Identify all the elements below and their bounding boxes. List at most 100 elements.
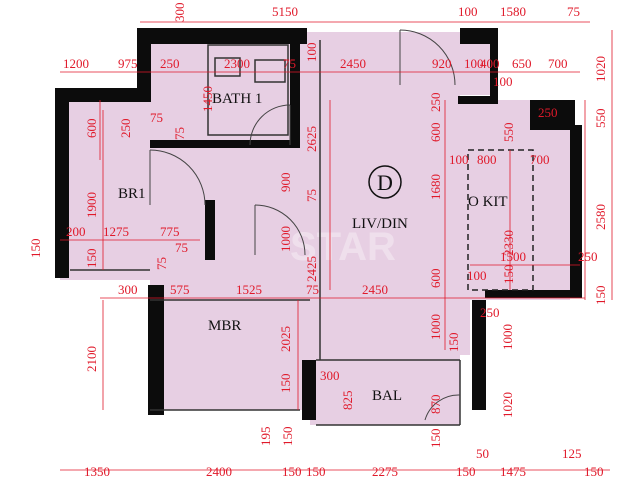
entry-door-swing	[399, 29, 456, 86]
balcony-floor	[310, 360, 460, 425]
dim-bal-870: 870	[428, 395, 443, 415]
dim-bottom-150c: 150	[456, 464, 476, 479]
dim-br1-75b: 75	[154, 257, 169, 270]
dim-r2-700: 700	[548, 56, 568, 71]
apartment-floor	[60, 32, 490, 420]
dim-br1-75: 75	[175, 240, 188, 255]
dim-bal-1020: 1020	[500, 392, 515, 418]
dims-bottom-v: 195 150 150	[258, 427, 443, 449]
walls	[55, 28, 582, 420]
dim-top-75: 75	[567, 4, 580, 19]
dim-kit-250: 250	[538, 105, 558, 120]
wall-mbr-left	[148, 285, 164, 415]
wall-bath-left	[137, 28, 151, 90]
dim-bottom-1350: 1350	[84, 464, 110, 479]
wall-right-upper	[490, 28, 498, 100]
interior-lines	[70, 40, 461, 426]
wall-bath-bottom	[150, 140, 300, 148]
dim-mid-1525: 1525	[236, 282, 262, 297]
dim-bv-150: 150	[280, 427, 295, 447]
dims-bottom: 1350 2400 150 150 2275 150 50 1475 125 1…	[84, 446, 604, 479]
dim-r2-100: 100	[464, 56, 484, 71]
dim-r2-75: 75	[283, 56, 296, 71]
dim-kit-100: 100	[449, 152, 469, 167]
dim-mid-2450: 2450	[362, 282, 388, 297]
dim-mbr-2100: 2100	[84, 346, 99, 372]
dim-bottom-50: 50	[476, 446, 489, 461]
dim-bottom-150d: 150	[584, 464, 604, 479]
wall-kit-top	[458, 96, 498, 104]
dim-r2-650: 650	[512, 56, 532, 71]
dims-br1: 1900 200 1275 775 75 75 150 150	[28, 192, 188, 270]
dim-kit-100b: 100	[467, 268, 487, 283]
dim-kit-2330: 2330	[501, 230, 516, 256]
dim-mid-75: 75	[306, 282, 319, 297]
dim-r2-1200: 1200	[63, 56, 89, 71]
dim-kit-800: 800	[477, 152, 497, 167]
dimension-lines	[60, 21, 613, 471]
dim-bottom-1475: 1475	[500, 464, 526, 479]
dim-br1-1900: 1900	[84, 192, 99, 218]
dim-liv-900: 900	[278, 173, 293, 193]
dim-liv-75: 75	[304, 189, 319, 202]
dim-mid-1000: 1000	[428, 314, 443, 340]
dim-r2-2300: 2300	[224, 56, 250, 71]
dim-liv-1680: 1680	[428, 174, 443, 200]
dims-top: 5150 100 1580 75 300	[172, 3, 580, 23]
dim-liv-250: 250	[428, 93, 443, 113]
dim-bath-75: 75	[172, 127, 187, 140]
dim-kit-250b: 250	[578, 249, 598, 264]
dims-right: 1020 550 2580 150	[593, 56, 608, 305]
dim-mid-575: 575	[170, 282, 190, 297]
watermark: STAR	[290, 225, 396, 269]
dim-br1-775: 775	[160, 224, 180, 239]
dim-bottom-125: 125	[562, 446, 582, 461]
dim-top-100: 100	[458, 4, 478, 19]
room-label-mbr: MBR	[208, 318, 241, 334]
dim-liv-1000: 1000	[278, 226, 293, 252]
dim-bottom-150: 150	[282, 464, 302, 479]
dim-left-150: 150	[28, 239, 43, 259]
wall-br1-top	[55, 88, 151, 102]
kitchen-dashed-area	[467, 149, 534, 291]
dim-kit-150: 150	[501, 265, 516, 285]
br1-door-swing	[149, 149, 206, 206]
dim-bv-195: 195	[258, 427, 273, 447]
room-label-bal: BAL	[372, 388, 402, 404]
dims-bath: 1450 75 250 600 100 75	[84, 43, 319, 141]
bal-door-swing	[424, 394, 461, 421]
room-label-kit: O KIT	[468, 194, 508, 210]
dims-liv: 2625 600 250 1680 900 75 2425 1000 600	[278, 93, 443, 289]
dim-right-550: 550	[593, 109, 608, 129]
dim-top-1580: 1580	[500, 4, 526, 19]
wall-kit-right	[570, 125, 582, 297]
wall-bal-left	[302, 360, 316, 420]
dim-mbr-150: 150	[278, 374, 293, 394]
dim-bottom-2400: 2400	[206, 464, 232, 479]
dim-liv-600b: 600	[428, 269, 443, 289]
wall-bath-right	[290, 40, 300, 140]
dims-mbr: 2100 2025 150 300 825 870 1020	[84, 326, 515, 418]
dim-bal-825: 825	[340, 391, 355, 411]
room-label-liv: LIV/DIN	[352, 216, 408, 232]
dim-bath-100: 100	[304, 43, 319, 63]
dim-right-150: 150	[593, 286, 608, 306]
dim-bath-250: 250	[118, 119, 133, 139]
mbr-door-swing	[254, 204, 306, 256]
dim-liv-2625: 2625	[304, 126, 319, 152]
wall-br1-left	[55, 88, 69, 278]
dim-br1-1275: 1275	[103, 224, 129, 239]
dim-mid-250: 250	[480, 305, 500, 320]
dim-bath-1450: 1450	[200, 86, 215, 112]
wall-kit-corner	[530, 100, 575, 130]
dim-liv-2425: 2425	[304, 256, 319, 282]
room-label-br1: BR1	[118, 186, 146, 202]
dim-bottom-2275: 2275	[372, 464, 398, 479]
dim-kit-550: 550	[501, 123, 516, 143]
dim-bal-300: 300	[320, 368, 340, 383]
dim-br1-150: 150	[84, 249, 99, 269]
dim-right-1020: 1020	[593, 56, 608, 82]
dim-right-2580: 2580	[593, 204, 608, 230]
dim-mbr-2025: 2025	[278, 326, 293, 352]
